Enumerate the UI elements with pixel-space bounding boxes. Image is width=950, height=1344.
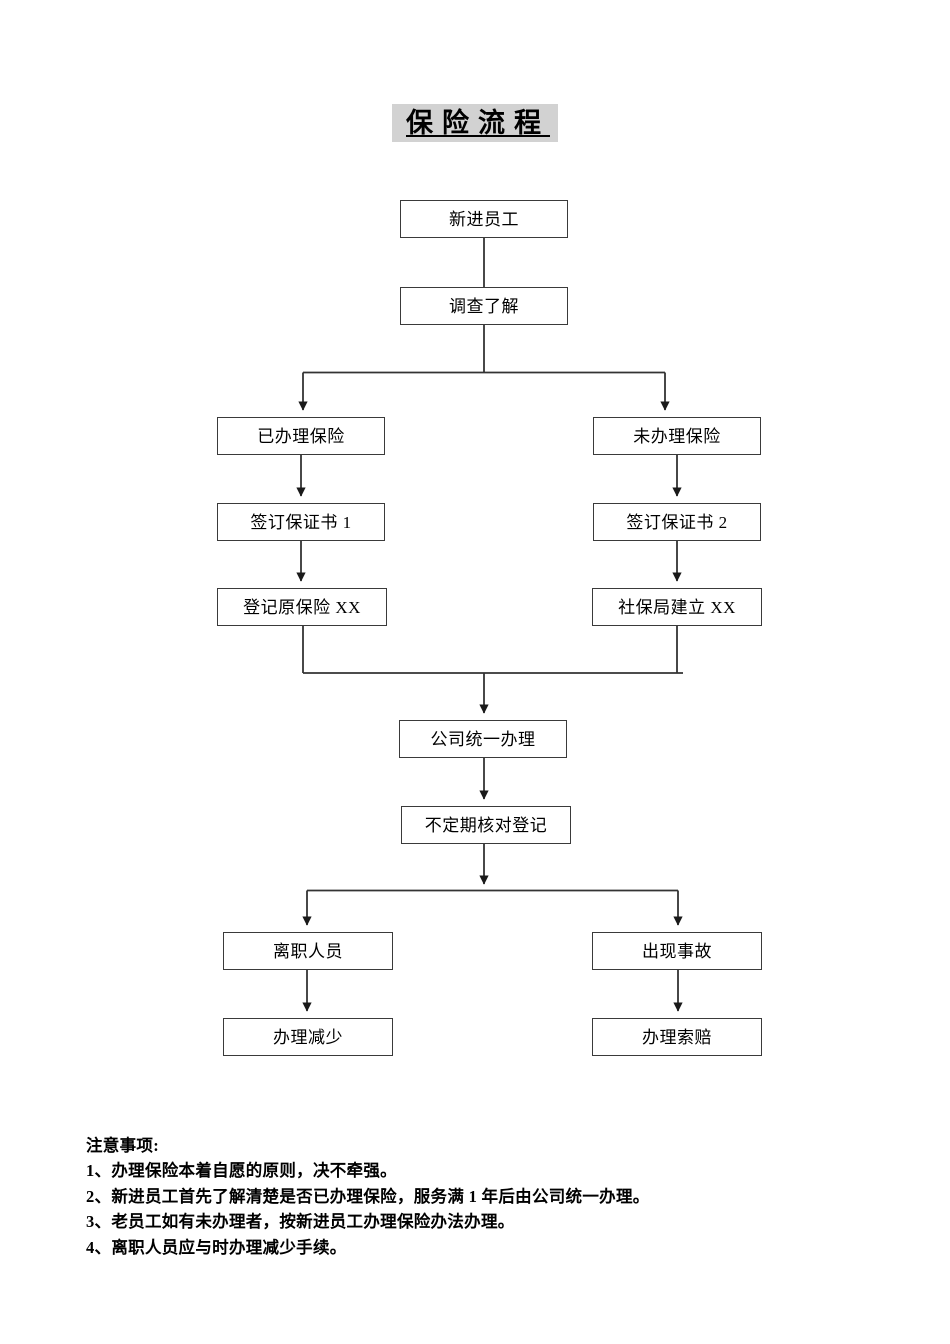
node-handle-claim[interactable]: 办理索赔 <box>592 1018 762 1056</box>
node-resigned-personnel[interactable]: 离职人员 <box>223 932 393 970</box>
node-sign-guarantee-1[interactable]: 签订保证书 1 <box>217 503 385 541</box>
node-company-unified-handling[interactable]: 公司统一办理 <box>399 720 567 758</box>
note-item-2: 2、新进员工首先了解清楚是否已办理保险，服务满 1 年后由公司统一办理。 <box>86 1186 650 1206</box>
node-accident-occurred[interactable]: 出现事故 <box>592 932 762 970</box>
node-social-security-bureau-setup[interactable]: 社保局建立 XX <box>592 588 762 626</box>
note-item-1: 1、办理保险本着自愿的原则，决不牵强。 <box>86 1161 397 1180</box>
node-register-original-insurance[interactable]: 登记原保险 XX <box>217 588 387 626</box>
node-new-employee[interactable]: 新进员工 <box>400 200 568 238</box>
node-sign-guarantee-2[interactable]: 签订保证书 2 <box>593 503 761 541</box>
notes-section: 注意事项: 1、办理保险本着自愿的原则，决不牵强。 2、新进员工首先了解清楚是否… <box>86 1133 906 1260</box>
page-title-text: 保险流程 <box>392 104 558 142</box>
node-handle-reduction[interactable]: 办理减少 <box>223 1018 393 1056</box>
page-title: 保险流程 <box>0 104 950 142</box>
node-not-insured[interactable]: 未办理保险 <box>593 417 761 455</box>
note-item-4: 4、离职人员应与时办理减少手续。 <box>86 1237 347 1257</box>
node-already-insured[interactable]: 已办理保险 <box>217 417 385 455</box>
node-periodic-verification-registration[interactable]: 不定期核对登记 <box>401 806 571 844</box>
flowchart: 新进员工 调查了解 已办理保险 未办理保险 签订保证书 1 签订保证书 2 登记… <box>217 200 762 1056</box>
note-item-3: 3、老员工如有未办理者，按新进员工办理保险办法办理。 <box>86 1212 515 1231</box>
flowchart-connectors <box>296 238 683 1012</box>
notes-heading: 注意事项: <box>86 1136 159 1155</box>
node-survey-understand[interactable]: 调查了解 <box>400 287 568 325</box>
